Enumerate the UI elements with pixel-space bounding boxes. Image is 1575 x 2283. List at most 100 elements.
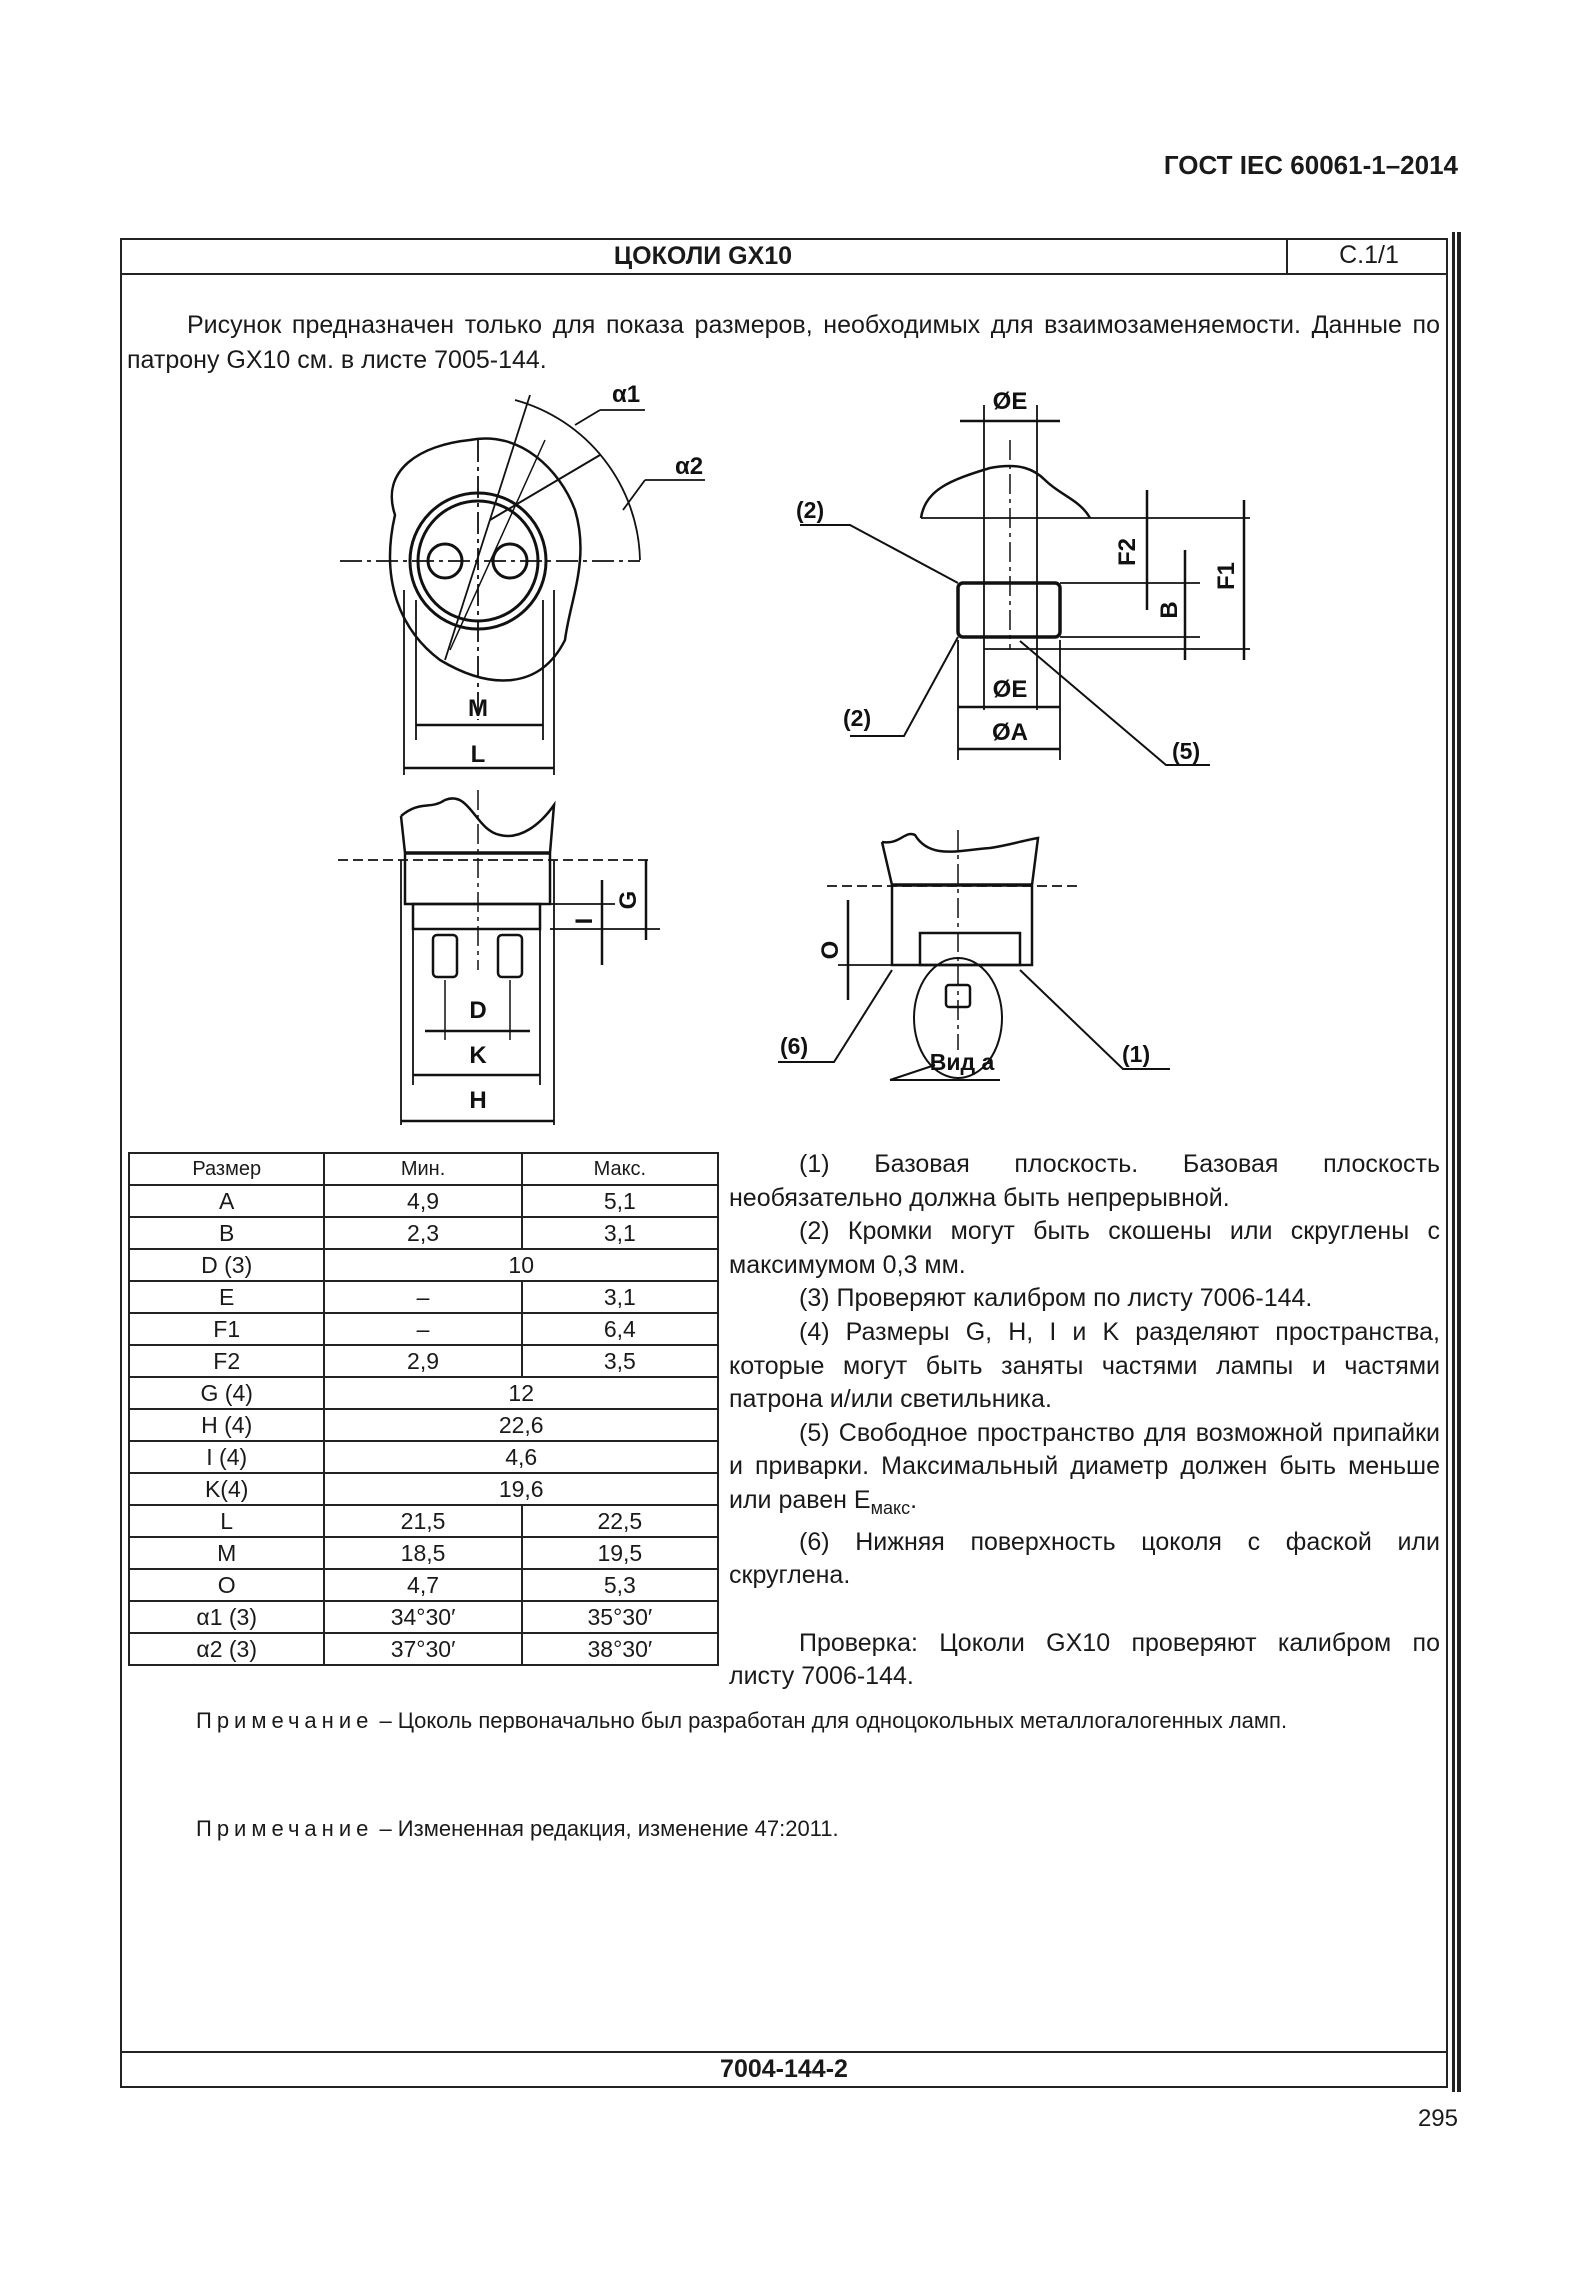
table-cell: 2,9	[323, 1344, 523, 1378]
bottom-side-view: O (6) (1) Вид а	[778, 830, 1170, 1081]
table-cell: 3,5	[520, 1344, 720, 1378]
table-cell: 18,5	[323, 1536, 523, 1570]
table-cell: B	[127, 1216, 326, 1250]
label-H: H	[469, 1087, 486, 1114]
table-cell: M	[127, 1536, 326, 1570]
table-row: α1 (3)34°30′35°30′	[127, 1600, 720, 1634]
table-cell: 6,4	[520, 1312, 720, 1346]
table-cell: –	[323, 1280, 523, 1314]
frame-edge-bar	[1452, 232, 1461, 2092]
label-B: B	[1156, 601, 1183, 618]
table-cell: α1 (3)	[127, 1600, 326, 1634]
label-F1: F1	[1213, 562, 1240, 590]
table-cell: F2	[127, 1344, 326, 1378]
note-5: (5) Свободное пространство для возможной…	[729, 1418, 1440, 1518]
table-row: α2 (3)37°30′38°30′	[127, 1632, 720, 1666]
label-alpha1: α1	[612, 381, 640, 408]
label-alpha2: α2	[675, 453, 703, 480]
table-row: D (3)10	[127, 1248, 719, 1282]
label-F2: F2	[1114, 538, 1141, 566]
table-cell: 12	[323, 1376, 719, 1410]
sheet-id: 7004-144-2	[720, 2055, 848, 2083]
label-view-a: Вид а	[930, 1049, 995, 1075]
column-header: Размер	[127, 1152, 326, 1186]
table-row: I (4)4,6	[127, 1440, 719, 1474]
label-G: G	[615, 891, 642, 910]
table-cell: 37°30′	[323, 1632, 523, 1666]
table-cell: 35°30′	[520, 1600, 720, 1634]
label-A: ØA	[992, 719, 1028, 746]
column-header: Мин.	[323, 1152, 523, 1186]
check-note: Проверка: Цоколи GX10 проверяют калибром…	[729, 1628, 1440, 1691]
column-header: Макс.	[520, 1152, 720, 1186]
table-row: E–3,1	[127, 1280, 720, 1314]
table-cell: 21,5	[323, 1504, 523, 1538]
table-cell: 34°30′	[323, 1600, 523, 1634]
label-K: K	[469, 1042, 487, 1069]
label-O: O	[817, 941, 844, 960]
table-cell: 22,6	[323, 1408, 719, 1442]
table-cell: H (4)	[127, 1408, 326, 1442]
table-row: G (4)12	[127, 1376, 719, 1410]
note-4: (4) Размеры G, H, I и K разделяют простр…	[729, 1317, 1440, 1414]
label-E-top: ØE	[993, 388, 1028, 415]
table-cell: O	[127, 1568, 326, 1602]
table-cell: I (4)	[127, 1440, 326, 1474]
table-row: F1–6,4	[127, 1312, 720, 1346]
sheet-title: ЦОКОЛИ GX10	[613, 242, 793, 270]
front-view: D K H G I	[338, 790, 660, 1125]
remark-1: Примечание – Цоколь первоначально был ра…	[196, 1708, 1288, 1733]
label-L: L	[471, 741, 486, 768]
remark-2: Примечание – Измененная редакция, измене…	[196, 1816, 839, 1841]
top-view: M L α1 α2	[340, 381, 705, 775]
table-cell: 5,1	[520, 1184, 720, 1218]
sheet-frame	[120, 238, 1448, 2088]
sheet-id-row: 7004-144-2	[120, 2051, 1448, 2088]
label-ref1: (1)	[1122, 1041, 1150, 1067]
intro-paragraph: Рисунок предназначен только для показа р…	[127, 311, 1440, 374]
table-cell: 3,1	[520, 1216, 720, 1250]
table-cell: 5,3	[520, 1568, 720, 1602]
notes-block: (1) Базовая плоскость. Базовая плоскость…	[729, 1148, 1440, 1694]
table-cell: A	[127, 1184, 326, 1218]
sheet-number: С.1/1	[1286, 238, 1450, 273]
note-3: (3) Проверяют калибром по листу 7006-144…	[799, 1284, 1313, 1313]
table-cell: 4,6	[323, 1440, 719, 1474]
title-row: ЦОКОЛИ GX10 С.1/1	[120, 238, 1448, 275]
table-cell: K(4)	[127, 1472, 326, 1506]
label-ref5: (5)	[1172, 738, 1200, 764]
table-cell: 19,6	[323, 1472, 719, 1506]
table-cell: 2,3	[323, 1216, 523, 1250]
page-number: 295	[1417, 2105, 1458, 2132]
table-row: K(4)19,6	[127, 1472, 719, 1506]
table-cell: G (4)	[127, 1376, 326, 1410]
table-cell: 38°30′	[520, 1632, 720, 1666]
label-ref2-top: (2)	[796, 497, 824, 523]
table-cell: 19,5	[520, 1536, 720, 1570]
label-E-bottom: ØE	[993, 676, 1028, 703]
table-cell: L	[127, 1504, 326, 1538]
table-cell: α2 (3)	[127, 1632, 326, 1666]
table-cell: E	[127, 1280, 326, 1314]
side-view: ØE ØE ØA F2 B F1 (2) (2) (5)	[796, 388, 1250, 766]
table-cell: 4,9	[323, 1184, 523, 1218]
standard-number: ГОСТ IEC 60061-1–2014	[1163, 150, 1458, 180]
table-cell: 22,5	[520, 1504, 720, 1538]
label-I: I	[571, 918, 598, 925]
table-row: H (4)22,6	[127, 1408, 719, 1442]
label-ref2-bottom: (2)	[843, 705, 871, 731]
note-2: (2) Кромки могут быть скошены или скругл…	[729, 1217, 1440, 1279]
label-ref6: (6)	[780, 1033, 808, 1059]
note-6: (6) Нижняя поверхность цоколя с фаской и…	[729, 1527, 1440, 1590]
table-cell: D (3)	[127, 1248, 326, 1282]
table-cell: 10	[323, 1248, 719, 1282]
note-1: (1) Базовая плоскость. Базовая плоскость…	[729, 1150, 1440, 1212]
table-cell: 3,1	[520, 1280, 720, 1314]
